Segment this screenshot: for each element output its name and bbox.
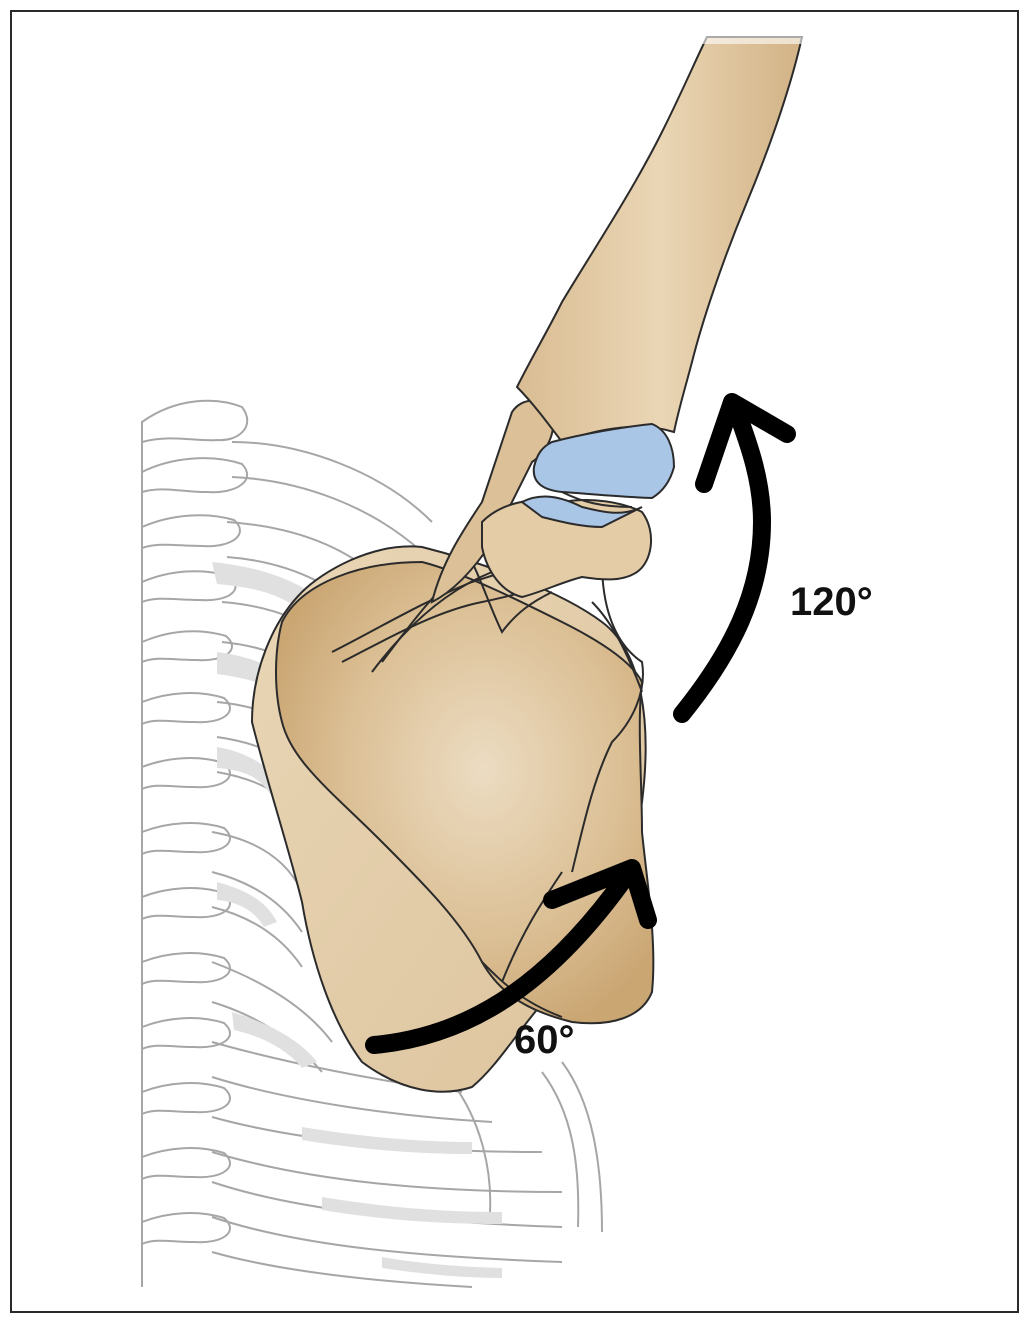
figure-frame: 120° 60° xyxy=(10,10,1019,1313)
angle-label-60: 60° xyxy=(514,1018,575,1062)
shoulder-diagram xyxy=(141,30,812,1288)
arrow-60 xyxy=(365,859,657,1054)
angle-label-120: 120° xyxy=(790,580,873,624)
ribcage xyxy=(141,399,603,1288)
glenoid-cartilage xyxy=(520,495,643,529)
humerus xyxy=(515,36,804,444)
humerus-fade xyxy=(692,30,812,44)
arrow-120 xyxy=(673,393,796,723)
scapula-rotated xyxy=(275,560,655,1025)
humeral-head-cartilage xyxy=(532,422,676,500)
